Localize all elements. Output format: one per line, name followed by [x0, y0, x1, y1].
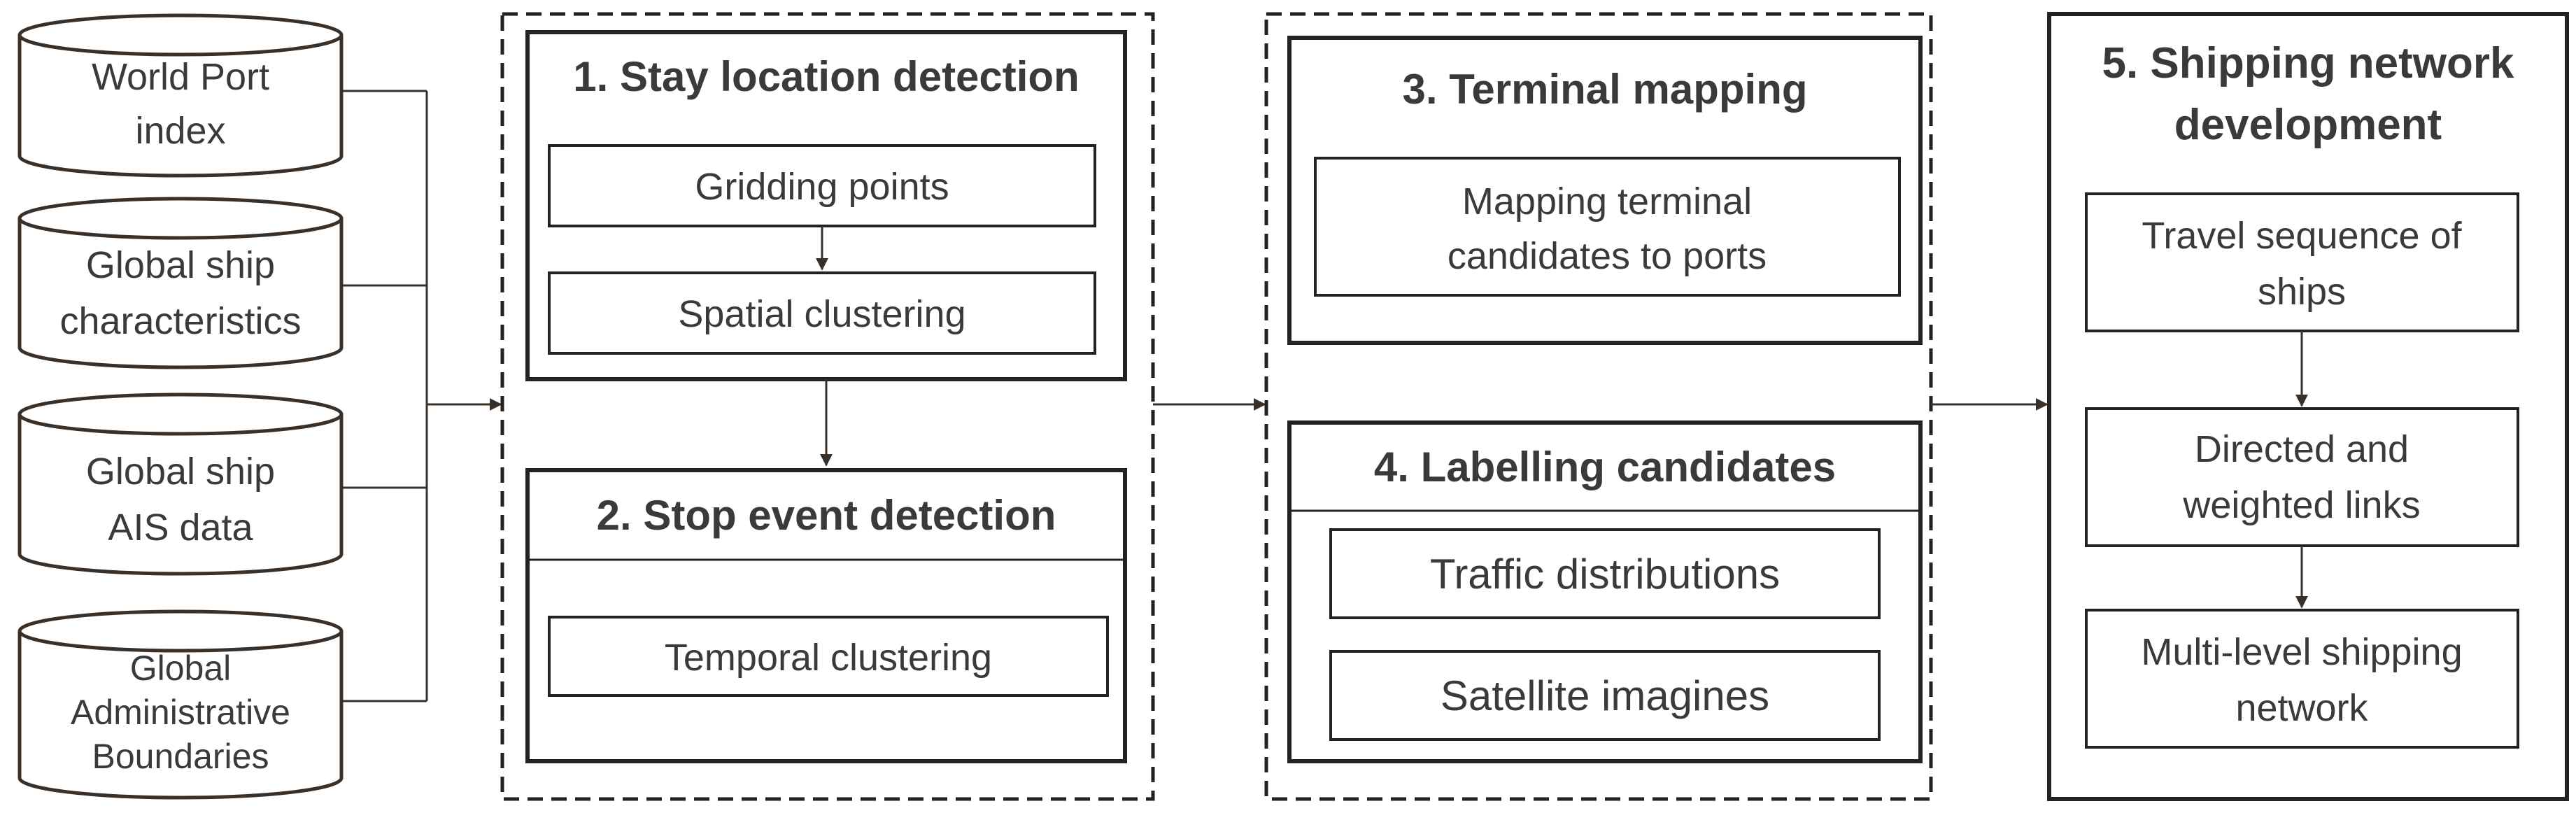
source-label-line: Global ship	[86, 244, 275, 286]
step-title: 1. Stay location detection	[573, 53, 1080, 100]
multi-level-network-label-line: Multi-level shipping	[2141, 631, 2462, 673]
source-label-line: AIS data	[108, 507, 253, 549]
source-label-line: Global	[130, 649, 232, 688]
travel-sequence-box	[2085, 192, 2519, 332]
step-2-stop-event-detection: 2. Stop event detection Temporal cluster…	[525, 468, 1127, 763]
gridding-points-label: Gridding points	[695, 166, 949, 208]
directed-links-box	[2085, 407, 2519, 547]
step-3-terminal-mapping: 3. Terminal mapping Mapping terminal can…	[1287, 36, 1923, 345]
source-bracket-connector	[341, 90, 502, 702]
mapping-terminal-label-line: candidates to ports	[1448, 235, 1767, 277]
source-label-line: Administrative	[71, 693, 290, 732]
travel-sequence-label-line: ships	[2258, 271, 2346, 313]
source-label-line: Boundaries	[92, 737, 269, 776]
satellite-imagines-label: Satellite imagines	[1441, 672, 1769, 719]
mapping-group-frame	[1264, 12, 1933, 801]
mapping-terminal-box	[1314, 157, 1901, 297]
multi-level-network-label-line: network	[2235, 687, 2368, 729]
temporal-clustering-box	[548, 616, 1109, 697]
source-label-line: characteristics	[59, 300, 301, 342]
data-source-global-administrative-boundaries: Global Administrative Boundaries	[17, 609, 344, 800]
directed-links-label-line: weighted links	[2182, 484, 2420, 526]
step-4-labelling-candidates: 4. Labelling candidates Traffic distribu…	[1287, 420, 1923, 763]
temporal-clustering-label: Temporal clustering	[665, 637, 992, 679]
multi-level-network-box	[2085, 609, 2519, 749]
step-title: 3. Terminal mapping	[1403, 66, 1808, 113]
step-title-line: development	[2174, 101, 2442, 149]
data-source-world-port-index: World Port index	[17, 13, 344, 178]
data-source-global-ship-characteristics: Global ship characteristics	[17, 197, 344, 369]
mapping-terminal-label-line: Mapping terminal	[1462, 181, 1752, 222]
data-source-global-ship-ais-data: Global ship AIS data	[17, 393, 344, 576]
step-1-stay-location-detection: 1. Stay location detection Gridding poin…	[525, 30, 1127, 381]
step-5-shipping-network-development: 5. Shipping network development Travel s…	[2047, 12, 2569, 801]
travel-sequence-label-line: Travel sequence of	[2142, 215, 2462, 257]
satellite-imagines-box	[1329, 650, 1881, 741]
source-label-line: World Port	[92, 56, 269, 98]
spatial-clustering-box	[548, 271, 1096, 355]
source-label-line: index	[135, 110, 225, 152]
spatial-clustering-label: Spatial clustering	[678, 293, 965, 335]
gridding-points-box	[548, 144, 1096, 227]
step-title: 4. Labelling candidates	[1374, 444, 1836, 490]
source-label-line: Global ship	[86, 451, 275, 493]
traffic-distributions-label: Traffic distributions	[1430, 551, 1780, 598]
step-title: 2. Stop event detection	[597, 492, 1056, 539]
detection-group-frame	[500, 12, 1155, 801]
directed-links-label-line: Directed and	[2195, 428, 2409, 470]
traffic-distributions-box	[1329, 528, 1881, 619]
step-title-line: 5. Shipping network	[2102, 39, 2514, 87]
